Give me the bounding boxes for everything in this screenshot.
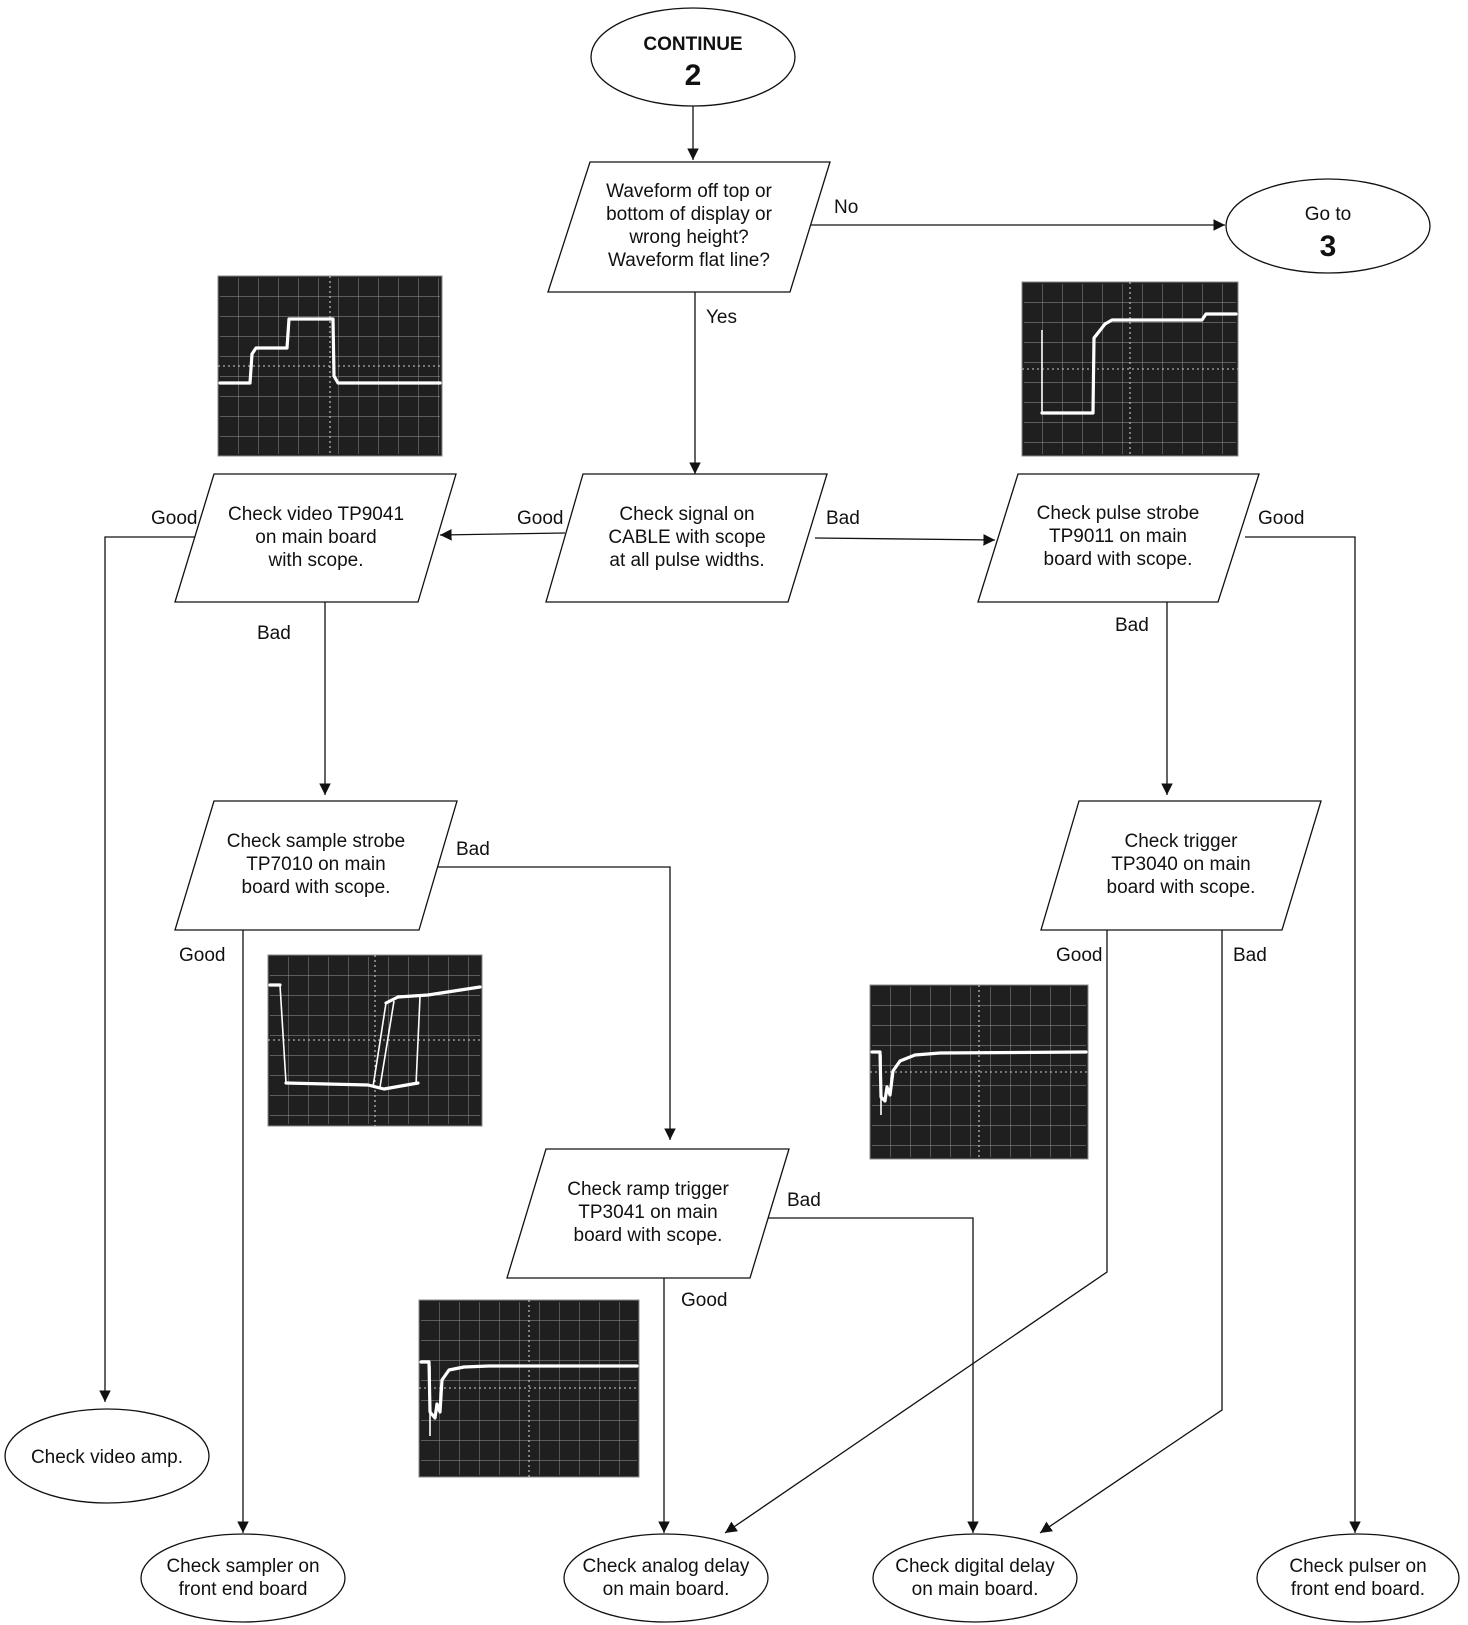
edge-signal-good (439, 528, 566, 541)
check-trigger-line-2: TP3040 on main (1111, 854, 1250, 875)
goto-oval: Go to 3 (1225, 178, 1431, 274)
check-pulse-line-1: Check pulse strobe (1037, 503, 1200, 524)
edge-signal-bad (814, 534, 996, 546)
digital-delay-line-1: Check digital delay (895, 1556, 1055, 1577)
check-sampler-oval: Check sampler on front end board (140, 1533, 346, 1623)
check-signal-box: Check signal on CABLE with scope at all … (545, 473, 828, 603)
label-video-good: Good (151, 508, 197, 529)
check-pulse-strobe-box: Check pulse strobe TP9011 on main board … (977, 473, 1260, 603)
check-video-amp-oval: Check video amp. (4, 1408, 210, 1504)
check-video-tp-box: Check video TP9041 on main board with sc… (174, 473, 457, 603)
waveform-decision-box: Waveform off top or bottom of display or… (547, 161, 831, 293)
edge-pulse-good (1245, 536, 1361, 1533)
check-digital-delay-oval: Check digital delay on main board. (872, 1533, 1078, 1623)
label-no: No (834, 197, 858, 218)
label-sample-good: Good (179, 945, 225, 966)
check-signal-line-2: CABLE with scope (608, 527, 765, 548)
edge-video-good (99, 536, 200, 1402)
check-pulse-line-2: TP9011 on main (1049, 526, 1187, 547)
label-sample-bad: Bad (456, 839, 490, 860)
label-yes: Yes (706, 307, 737, 328)
edge-ramp-bad (762, 1217, 979, 1533)
sampler-line-2: front end board (179, 1579, 308, 1600)
check-video-line-2: on main board (255, 527, 376, 548)
check-sample-strobe-box: Check sample strobe TP7010 on main board… (174, 800, 458, 931)
label-pulse-good: Good (1258, 508, 1304, 529)
check-ramp-line-3: board with scope. (574, 1225, 723, 1246)
label-ramp-good: Good (681, 1290, 727, 1311)
scope-sample-strobe-image (267, 954, 483, 1127)
check-signal-line-3: at all pulse widths. (609, 550, 764, 571)
check-signal-line-1: Check signal on (619, 504, 754, 525)
check-sample-line-1: Check sample strobe (227, 831, 405, 852)
waveform-line-3: wrong height? (628, 227, 748, 248)
waveform-line-2: bottom of display or (606, 204, 772, 225)
label-video-bad: Bad (257, 623, 291, 644)
label-signal-bad: Bad (826, 508, 860, 529)
pulser-line-1: Check pulser on (1289, 1556, 1426, 1577)
edge-sample-bad (438, 866, 676, 1140)
check-sample-line-2: TP7010 on main (246, 854, 385, 875)
check-trigger-line-1: Check trigger (1125, 831, 1239, 852)
continue-number: 2 (685, 59, 702, 92)
sampler-line-1: Check sampler on (166, 1556, 319, 1577)
video-amp-label: Check video amp. (31, 1447, 183, 1468)
check-ramp-trigger-box: Check ramp trigger TP3041 on main board … (506, 1148, 790, 1279)
check-ramp-line-1: Check ramp trigger (567, 1179, 729, 1200)
label-trigger-bad: Bad (1233, 945, 1267, 966)
check-trigger-line-3: board with scope. (1107, 877, 1256, 898)
goto-number: 3 (1320, 230, 1337, 263)
check-trigger-box: Check trigger TP3040 on main board with … (1040, 800, 1322, 931)
pulser-line-2: front end board. (1291, 1579, 1425, 1600)
scope-pulse-strobe-image (1021, 281, 1239, 457)
waveform-line-1: Waveform off top or (606, 181, 772, 202)
digital-delay-line-2: on main board. (912, 1579, 1039, 1600)
label-ramp-bad: Bad (787, 1190, 821, 1211)
check-analog-delay-oval: Check analog delay on main board. (563, 1533, 769, 1623)
label-signal-good: Good (517, 508, 563, 529)
check-sample-line-3: board with scope. (242, 877, 391, 898)
scope-video-step-image (217, 275, 443, 457)
check-ramp-line-2: TP3041 on main (578, 1202, 717, 1223)
edge-trigger-bad (1039, 930, 1223, 1534)
scope-ramp-trigger-image (418, 1299, 640, 1478)
edge-trigger-good (724, 930, 1108, 1534)
continue-label: CONTINUE (643, 34, 742, 55)
check-pulse-line-3: board with scope. (1044, 549, 1193, 570)
analog-delay-line-2: on main board. (603, 1579, 730, 1600)
label-trigger-good: Good (1056, 945, 1102, 966)
continue-oval: CONTINUE 2 (590, 7, 796, 107)
waveform-line-4: Waveform flat line? (608, 250, 770, 271)
scope-trigger-image (869, 984, 1089, 1160)
check-video-line-3: with scope. (267, 550, 363, 571)
label-pulse-bad: Bad (1115, 615, 1149, 636)
check-video-line-1: Check video TP9041 (228, 504, 404, 525)
analog-delay-line-1: Check analog delay (583, 1556, 750, 1577)
check-pulser-oval: Check pulser on front end board. (1256, 1533, 1460, 1623)
goto-label: Go to (1305, 204, 1351, 225)
edge-labels: No Yes Good Bad Good Bad Good Bad Bad Go… (151, 197, 1304, 1311)
edges (99, 106, 1361, 1534)
